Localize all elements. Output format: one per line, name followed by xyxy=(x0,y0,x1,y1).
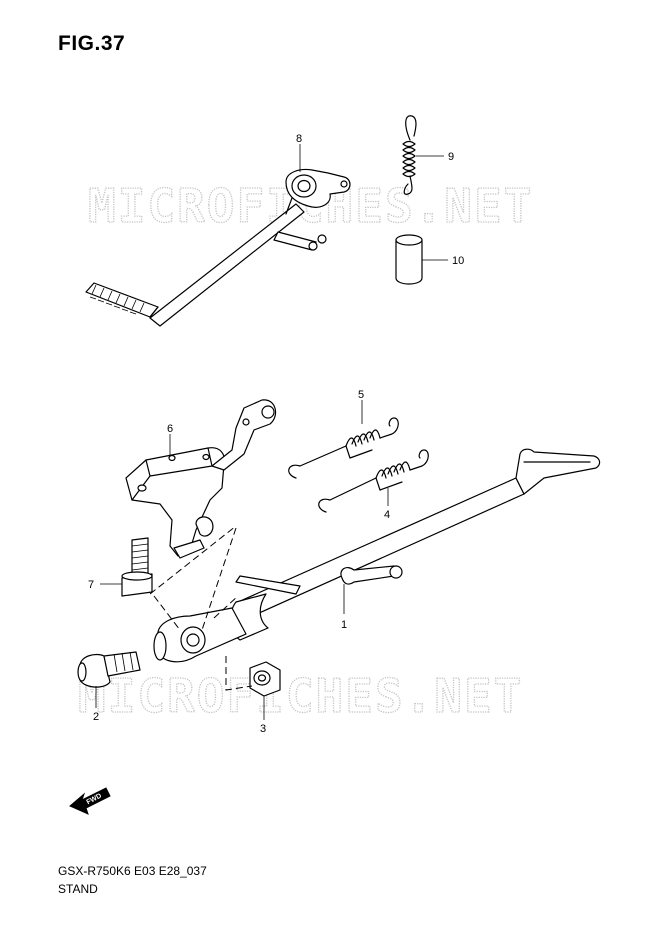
pivot-bolt-2[interactable] xyxy=(77,651,141,708)
callout-9: 9 xyxy=(448,151,454,163)
fwd-arrow-icon: FWD xyxy=(69,787,111,815)
callout-8: 8 xyxy=(296,133,302,145)
callout-10: 10 xyxy=(452,255,464,267)
nut-3[interactable] xyxy=(249,661,281,720)
callout-4: 4 xyxy=(384,509,390,521)
watermark-bottom: MICROFICHES.NET xyxy=(78,669,523,723)
spring-9[interactable] xyxy=(402,115,444,195)
callout-3: 3 xyxy=(260,723,266,735)
model-code: GSX-R750K6 E03 E28_037 xyxy=(58,864,207,878)
spring-4[interactable] xyxy=(318,449,429,513)
figure-title: FIG.37 xyxy=(58,32,126,55)
callout-2: 2 xyxy=(93,711,99,723)
callout-5: 5 xyxy=(358,389,364,401)
bolt-7[interactable] xyxy=(100,537,153,597)
callout-7: 7 xyxy=(88,579,94,591)
callout-1: 1 xyxy=(341,619,347,631)
pedal-lever-8[interactable] xyxy=(85,168,351,327)
spring-5[interactable] xyxy=(288,400,399,479)
callout-6: 6 xyxy=(167,423,173,435)
collar-10[interactable] xyxy=(395,234,448,285)
figure-name: STAND xyxy=(58,882,98,896)
assembly-guides xyxy=(149,525,253,691)
leader-lines xyxy=(169,144,301,456)
side-stand-1[interactable] xyxy=(153,448,601,663)
stand-bracket-6[interactable] xyxy=(125,399,277,559)
